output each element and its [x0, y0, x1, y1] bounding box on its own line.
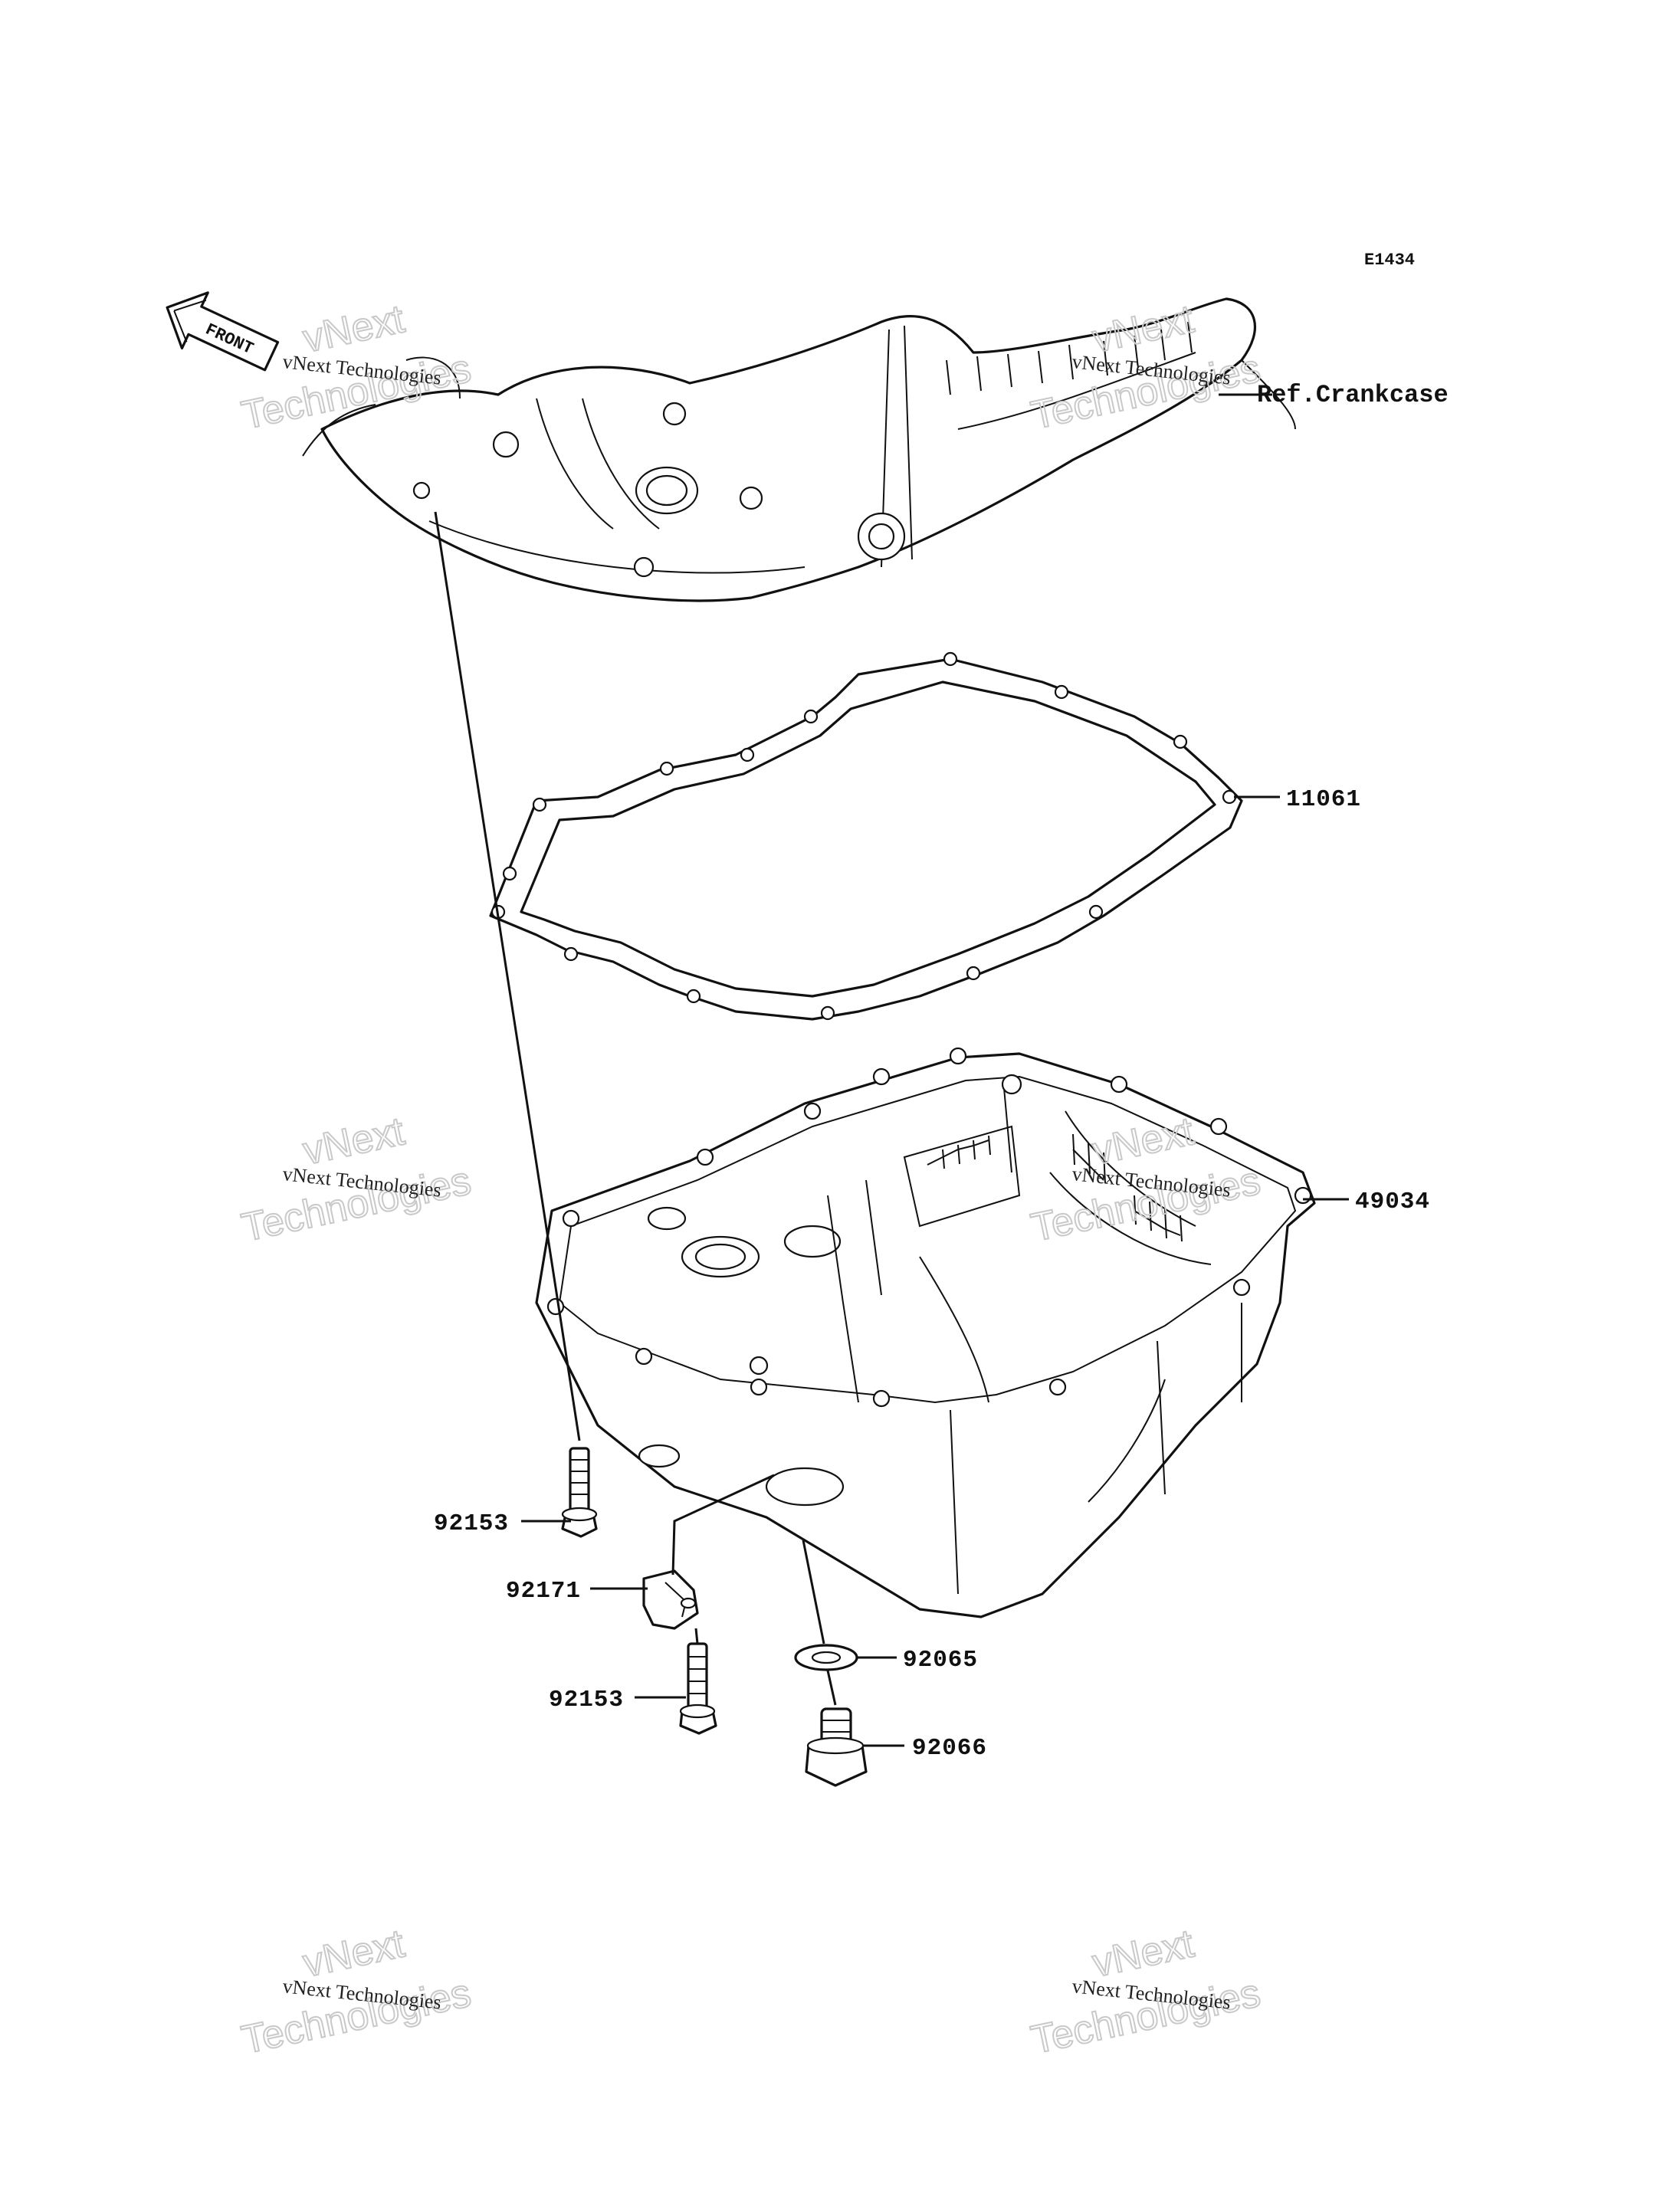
- watermark-middle-left: vNext Technologies vNext Technologies: [237, 1108, 475, 1251]
- crankcase-ref-arc: [302, 404, 376, 457]
- svg-text:vNext: vNext: [299, 1921, 409, 1985]
- part-number-bolt-upper: 92153: [434, 1510, 509, 1537]
- part-number-bolt-lower: 92153: [549, 1687, 624, 1713]
- svg-text:vNext: vNext: [1088, 1921, 1198, 1985]
- part-number-drain-plug: 92066: [912, 1735, 987, 1762]
- assembly-line-bolt-lower: [694, 1628, 699, 1644]
- washer-92065-part: [794, 1644, 858, 1671]
- part-number-oil-pan: 49034: [1355, 1189, 1430, 1215]
- drain-plug-92066-part: [805, 1707, 868, 1787]
- watermark-top-left: vNext Technologies vNext Technologies: [237, 296, 475, 438]
- front-direction-arrow: FRONT: [166, 291, 280, 372]
- watermark-bottom-right: vNext Technologies vNext Technologies: [1026, 1920, 1265, 2063]
- svg-text:vNext: vNext: [299, 1109, 409, 1173]
- watermark-bottom-left: vNext Technologies vNext Technologies: [237, 1920, 475, 2063]
- part-number-washer: 92065: [903, 1647, 978, 1674]
- assembly-line-clamp-bolt: [671, 1474, 775, 1576]
- assembly-line-drain: [802, 1540, 825, 1644]
- oil-pan-part: [535, 1047, 1316, 1618]
- clamp-92171-part: [642, 1569, 699, 1630]
- diagram-code: E1434: [1364, 251, 1415, 270]
- svg-text:vNext: vNext: [299, 297, 409, 361]
- oil-pan-gasket-part: [489, 651, 1243, 1021]
- reference-label: Ref.Crankcase: [1257, 381, 1449, 409]
- part-number-clamp: 92171: [506, 1578, 581, 1605]
- assembly-line-drain-plug: [826, 1670, 837, 1706]
- bolt-92153-lower-part: [679, 1642, 717, 1735]
- crankcase-reference-part: [320, 297, 1256, 602]
- bolt-92153-upper-part: [561, 1447, 598, 1538]
- part-number-gasket: 11061: [1286, 786, 1361, 813]
- assembly-line-bolt-upper: [434, 511, 581, 1441]
